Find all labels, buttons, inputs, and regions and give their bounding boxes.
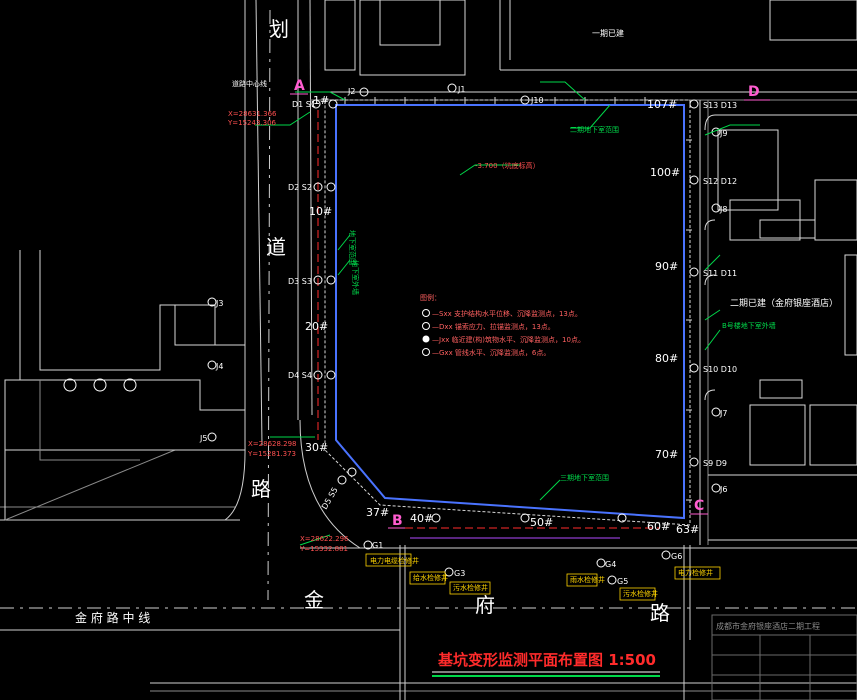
annotation: 电力电缆检修井 <box>370 556 419 565</box>
monitoring-point-labels: D1 S1 D2 S2 D3 S3 D4 S4 D5 S5 S13 D13 S1… <box>199 85 737 586</box>
excavation-pit <box>317 99 691 539</box>
section-label: 70# <box>655 448 678 461</box>
legend-item: —Sxx 支护结构水平位移、沉降监测点，13点。 <box>432 309 582 318</box>
point-label: J7 <box>719 409 727 418</box>
annotation-boxes <box>365 553 721 601</box>
point-label: S12 D12 <box>703 177 737 186</box>
point-label: J2 <box>347 87 355 96</box>
point-label: G5 <box>617 577 628 586</box>
annotation: 雨水检修井 <box>570 575 605 584</box>
legend-heading: 图例： <box>420 293 441 302</box>
road-char: 划 <box>269 17 289 41</box>
corner-c-label: C <box>694 498 704 514</box>
annotation: X=28631.366 <box>228 110 277 118</box>
point-label: S10 D10 <box>703 365 737 374</box>
annotation: B号楼地下室外墙 <box>722 321 776 330</box>
west-buildings <box>4 250 245 521</box>
road-centerline-label: 金 府 路 中 线 <box>75 610 150 625</box>
title-block <box>711 614 857 700</box>
leader-lines <box>255 81 760 546</box>
corner-d-label: D <box>748 84 760 100</box>
point-label: J3 <box>215 299 223 308</box>
pit-ticks <box>344 97 692 501</box>
legend: 图例： —Sxx 支护结构水平位移、沉降监测点，13点。 —Dxx 锚索应力、拉… <box>420 293 585 357</box>
corner-a-label: A <box>294 78 305 94</box>
annotation: X=28622.296 <box>300 535 349 543</box>
section-label: 90# <box>655 260 678 273</box>
annotation: 地下室外墙 <box>351 260 360 295</box>
section-label: 60# <box>647 520 670 533</box>
annotation: 污水检修井 <box>623 589 658 598</box>
east-buildings <box>699 100 857 545</box>
section-label: 20# <box>305 320 328 333</box>
section-label: 10# <box>309 205 332 218</box>
annotation: 二期地下室范围 <box>570 125 619 134</box>
annotation: 电力检修井 <box>678 568 713 577</box>
point-label: J10 <box>530 96 544 105</box>
point-label: J1 <box>457 85 465 94</box>
annotation: Y=15332.881 <box>299 545 348 553</box>
corner-b-label: B <box>392 513 403 529</box>
legend-s-icon <box>422 309 430 317</box>
annotation: X=28628.298 <box>248 440 297 448</box>
section-label: 30# <box>305 441 328 454</box>
legend-item: —Jxx 临近建(构)筑物水平、沉降监测点，10点。 <box>432 335 585 344</box>
pit-markers <box>63 83 721 585</box>
title-block-label: 成都市金府银座酒店二期工程 <box>716 621 820 631</box>
annotation: Y=15243.306 <box>227 119 277 127</box>
point-label: J6 <box>719 485 727 494</box>
annotation: 一期已建 <box>592 28 624 38</box>
legend-j-icon <box>422 335 430 343</box>
point-label: J4 <box>215 362 223 371</box>
point-label: S11 D11 <box>703 269 737 278</box>
annotation: 给水检修井 <box>413 573 448 582</box>
point-label: G6 <box>671 552 682 561</box>
road-char: 道 <box>266 235 286 259</box>
point-label: G1 <box>372 541 383 550</box>
annotation: -3.700（坑底标高） <box>475 161 540 170</box>
section-label: 63# <box>676 523 699 536</box>
annotation: Y=15281.373 <box>247 450 296 458</box>
point-label: D2 S2 <box>288 183 312 192</box>
point-label: D3 S3 <box>288 277 312 286</box>
section-label: 40# <box>410 512 433 525</box>
legend-d-icon <box>422 322 430 330</box>
section-number-labels: 1# 10# 20# 30# 37# 40# 50# 60# 63# 70# 8… <box>305 94 699 536</box>
point-label: S13 D13 <box>703 101 737 110</box>
point-label: D4 S4 <box>288 371 312 380</box>
road-char: 府 <box>475 593 495 617</box>
point-label: J5 <box>199 434 207 443</box>
legend-item: —Gxx 管线水平、沉降监测点，6点。 <box>432 348 550 357</box>
road-char: 金 <box>304 588 324 612</box>
point-label: D1 S1 <box>292 100 316 109</box>
point-label: J8 <box>719 205 727 214</box>
section-label: 37# <box>366 506 389 519</box>
annotation: 污水检修井 <box>453 583 488 592</box>
legend-g-icon <box>422 348 430 356</box>
corner-underlines <box>290 93 770 529</box>
annotation: 道路中心线 <box>232 79 267 88</box>
section-label: 100# <box>650 166 680 179</box>
annotation: 地下室范围 <box>348 230 357 265</box>
point-label: S9 D9 <box>703 459 727 468</box>
annotation: 三期地下室范围 <box>560 473 609 482</box>
section-label: 80# <box>655 352 678 365</box>
section-label: 1# <box>313 94 329 107</box>
point-label: G4 <box>605 560 616 569</box>
road-char: 路 <box>650 601 670 625</box>
drawing-title: 基坑变形监测平面布置图 1:500 <box>437 651 656 669</box>
legend-item: —Dxx 锚索应力、拉锚监测点，13点。 <box>432 322 555 331</box>
annotation: 二期已建（金府银座酒店） <box>730 297 838 309</box>
section-label: 107# <box>647 98 677 111</box>
annotation-labels: 一期已建 二期已建（金府银座酒店） 地下室范围 地下室外墙 二期地下室范围 三期… <box>227 28 838 598</box>
corner-markers: A B C D <box>294 78 760 529</box>
section-label: 50# <box>530 516 553 529</box>
point-label: G3 <box>454 569 465 578</box>
road-name-labels: 划 道 路 金 府 路 <box>251 17 670 625</box>
point-label: J9 <box>719 129 727 138</box>
road-char: 路 <box>251 477 271 501</box>
